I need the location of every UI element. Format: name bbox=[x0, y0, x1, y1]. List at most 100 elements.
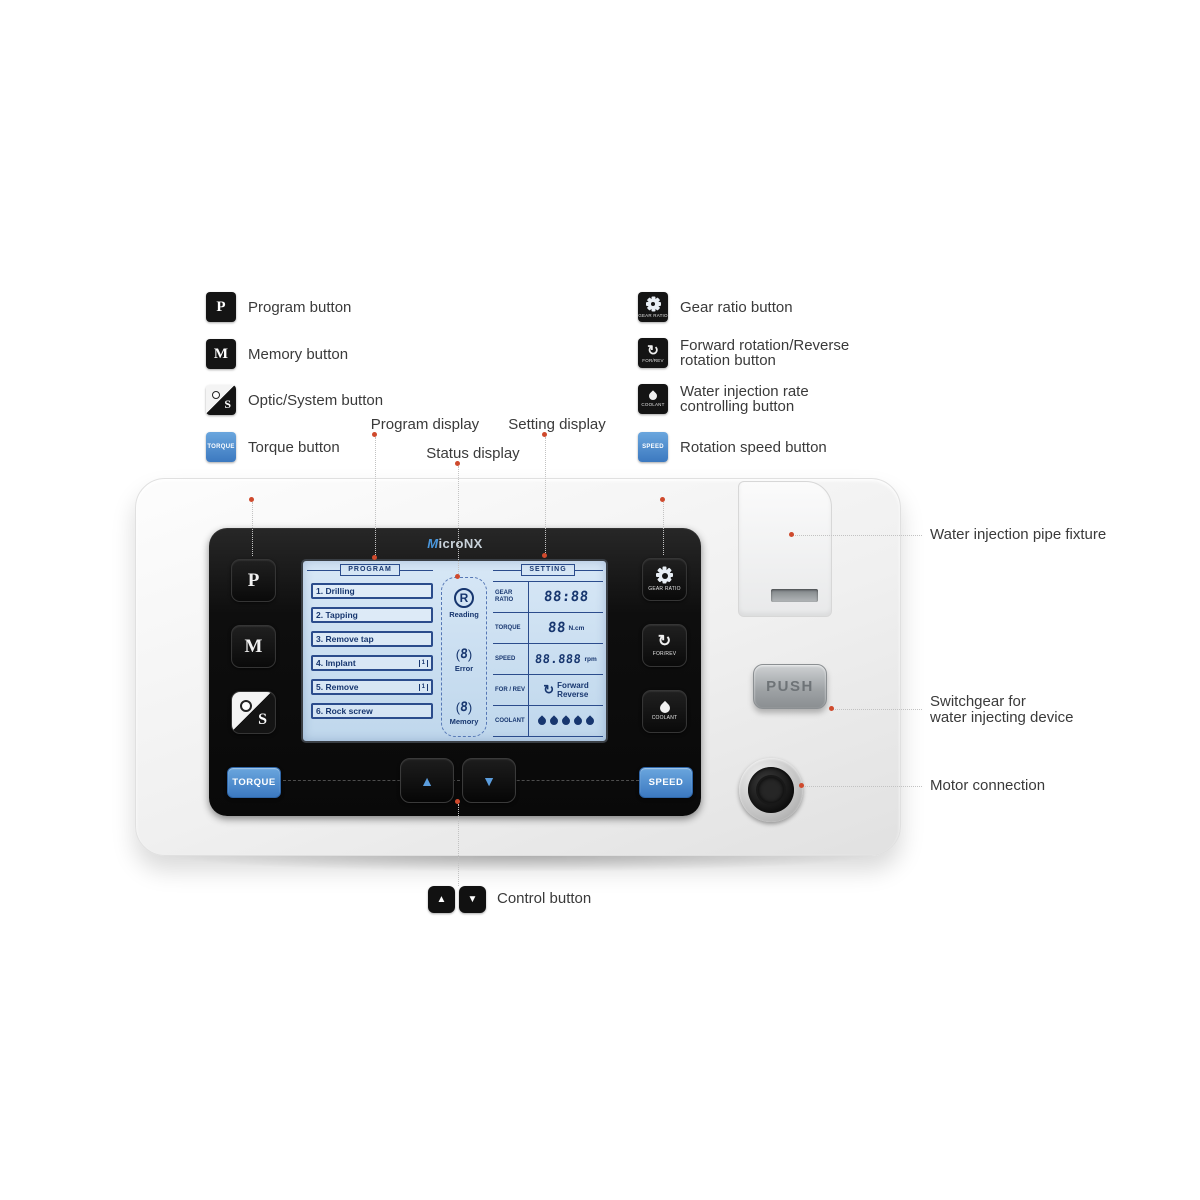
speed-value: 88.888 bbox=[534, 652, 583, 666]
control-up-button[interactable]: ▲ bbox=[400, 758, 454, 803]
callout-dot bbox=[660, 497, 665, 502]
setting-row-gear: GEAR RATIO 88:88 bbox=[493, 582, 603, 613]
coolant-level-indicator bbox=[536, 715, 596, 727]
motor-connection-port bbox=[739, 758, 803, 822]
coolant-button[interactable]: COOLANT bbox=[642, 690, 687, 733]
switchgear-line bbox=[832, 709, 922, 710]
callout-dot bbox=[249, 497, 254, 502]
depth-mark-icon: 1 bbox=[418, 683, 428, 691]
coolant-drop-icon bbox=[584, 715, 596, 727]
status-area: R Reading (8) Error (8) Memory bbox=[441, 577, 487, 737]
control-button-label: Control button bbox=[497, 890, 592, 907]
push-button[interactable]: PUSH bbox=[753, 664, 827, 709]
memory-label: Memory bbox=[449, 717, 479, 726]
device-body: PUSH MicroNX P M S TORQUE PROGRAM 1. Dri… bbox=[135, 478, 901, 856]
optic-button-letter: S bbox=[258, 711, 267, 728]
torque-button[interactable]: TORQUE bbox=[227, 767, 281, 798]
gear-ratio-button[interactable]: GEAR RATIO bbox=[642, 558, 687, 601]
memory-button[interactable]: M bbox=[231, 625, 276, 668]
down-arrow-icon: ▼ bbox=[459, 886, 486, 913]
gear-icon bbox=[656, 566, 673, 584]
optic-system-button[interactable]: S bbox=[231, 691, 276, 734]
control-button-line bbox=[458, 804, 459, 886]
forward-reverse-button-icon: ↻ FOR/REV bbox=[638, 338, 668, 368]
control-buttons: ▲ ▼ bbox=[400, 758, 516, 803]
program-display-label: Program display bbox=[370, 416, 480, 433]
torque-button-icon: TORQUE bbox=[206, 432, 236, 462]
motor-connector-core bbox=[758, 777, 784, 803]
status-memory: (8) Memory bbox=[449, 700, 479, 726]
callout-dot bbox=[542, 553, 547, 558]
coolant-drop-icon bbox=[560, 715, 572, 727]
program-button-letter: P bbox=[247, 569, 260, 591]
setting-row-coolant: COOLANT bbox=[493, 706, 603, 737]
program-button-icon: P bbox=[206, 292, 236, 322]
motor-connector-inner bbox=[748, 767, 794, 813]
status-display-line bbox=[458, 466, 459, 576]
program-item: 2. Tapping bbox=[311, 607, 433, 623]
rotation-arrows-icon: ↻ bbox=[657, 632, 672, 650]
gear-button-line bbox=[663, 502, 664, 555]
gear-icon bbox=[645, 296, 661, 312]
callout-dot bbox=[799, 783, 804, 788]
program-button-line bbox=[252, 502, 253, 556]
callout-gear: GEAR RATIO Gear ratio button bbox=[638, 292, 793, 322]
setting-display-label: Setting display bbox=[508, 416, 606, 433]
control-panel: MicroNX P M S TORQUE PROGRAM 1. Drilling… bbox=[209, 528, 701, 816]
rotation-direction-icon: ↻ bbox=[543, 682, 555, 697]
callout-program-label: Program button bbox=[248, 298, 352, 316]
coolant-drop-icon bbox=[572, 715, 584, 727]
callout-program: P Program button bbox=[206, 292, 351, 322]
gear-icon-caption: GEAR RATIO bbox=[638, 312, 668, 318]
setting-display-line bbox=[545, 437, 546, 555]
callout-dot bbox=[372, 555, 377, 560]
callout-torque-label: Torque button bbox=[248, 438, 340, 456]
callout-dot bbox=[829, 706, 834, 711]
speed-button-icon: SPEED bbox=[638, 432, 668, 462]
speed-unit: rpm bbox=[584, 655, 597, 663]
program-button[interactable]: P bbox=[231, 559, 276, 602]
coolant-drop-icon bbox=[536, 715, 548, 727]
coolant-button-caption: COOLANT bbox=[651, 714, 678, 721]
callout-gear-label: Gear ratio button bbox=[680, 298, 793, 316]
motor-label: Motor connection bbox=[930, 777, 1046, 794]
speed-icon-word: SPEED bbox=[642, 444, 664, 450]
memory-icon-letter: M bbox=[213, 345, 229, 362]
control-down-button[interactable]: ▼ bbox=[462, 758, 516, 803]
callout-optic: S Optic/System button bbox=[206, 385, 383, 415]
rotation-arrows-icon: ↻ bbox=[647, 342, 659, 358]
memory-symbol: 8 bbox=[459, 700, 469, 715]
error-label: Error bbox=[454, 663, 474, 673]
brand-logo: MicroNX bbox=[427, 536, 483, 551]
motor-line bbox=[802, 786, 922, 787]
callout-dot bbox=[455, 799, 460, 804]
memory-button-icon: M bbox=[206, 339, 236, 369]
callout-dot bbox=[372, 432, 377, 437]
control-button-icon: ▲ ▼ bbox=[428, 886, 486, 913]
callout-optic-label: Optic/System button bbox=[248, 391, 384, 409]
up-arrow-icon: ▲ bbox=[428, 886, 455, 913]
program-section-header: PROGRAM bbox=[307, 564, 433, 576]
water-drop-icon bbox=[657, 700, 672, 715]
callout-dot bbox=[455, 461, 460, 466]
speed-button[interactable]: SPEED bbox=[639, 767, 693, 798]
callout-memory-label: Memory button bbox=[248, 345, 349, 363]
callout-torque: TORQUE Torque button bbox=[206, 432, 340, 462]
reverse-value: Reverse bbox=[557, 690, 589, 699]
coolant-drop-icon bbox=[548, 715, 560, 727]
forward-reverse-button[interactable]: ↻ FOR/REV bbox=[642, 624, 687, 667]
coolant-button-icon: COOLANT bbox=[638, 384, 668, 414]
reading-symbol: R bbox=[454, 588, 474, 608]
setting-section-header: SETTING bbox=[493, 564, 603, 576]
optic-icon-letter: S bbox=[224, 397, 231, 411]
